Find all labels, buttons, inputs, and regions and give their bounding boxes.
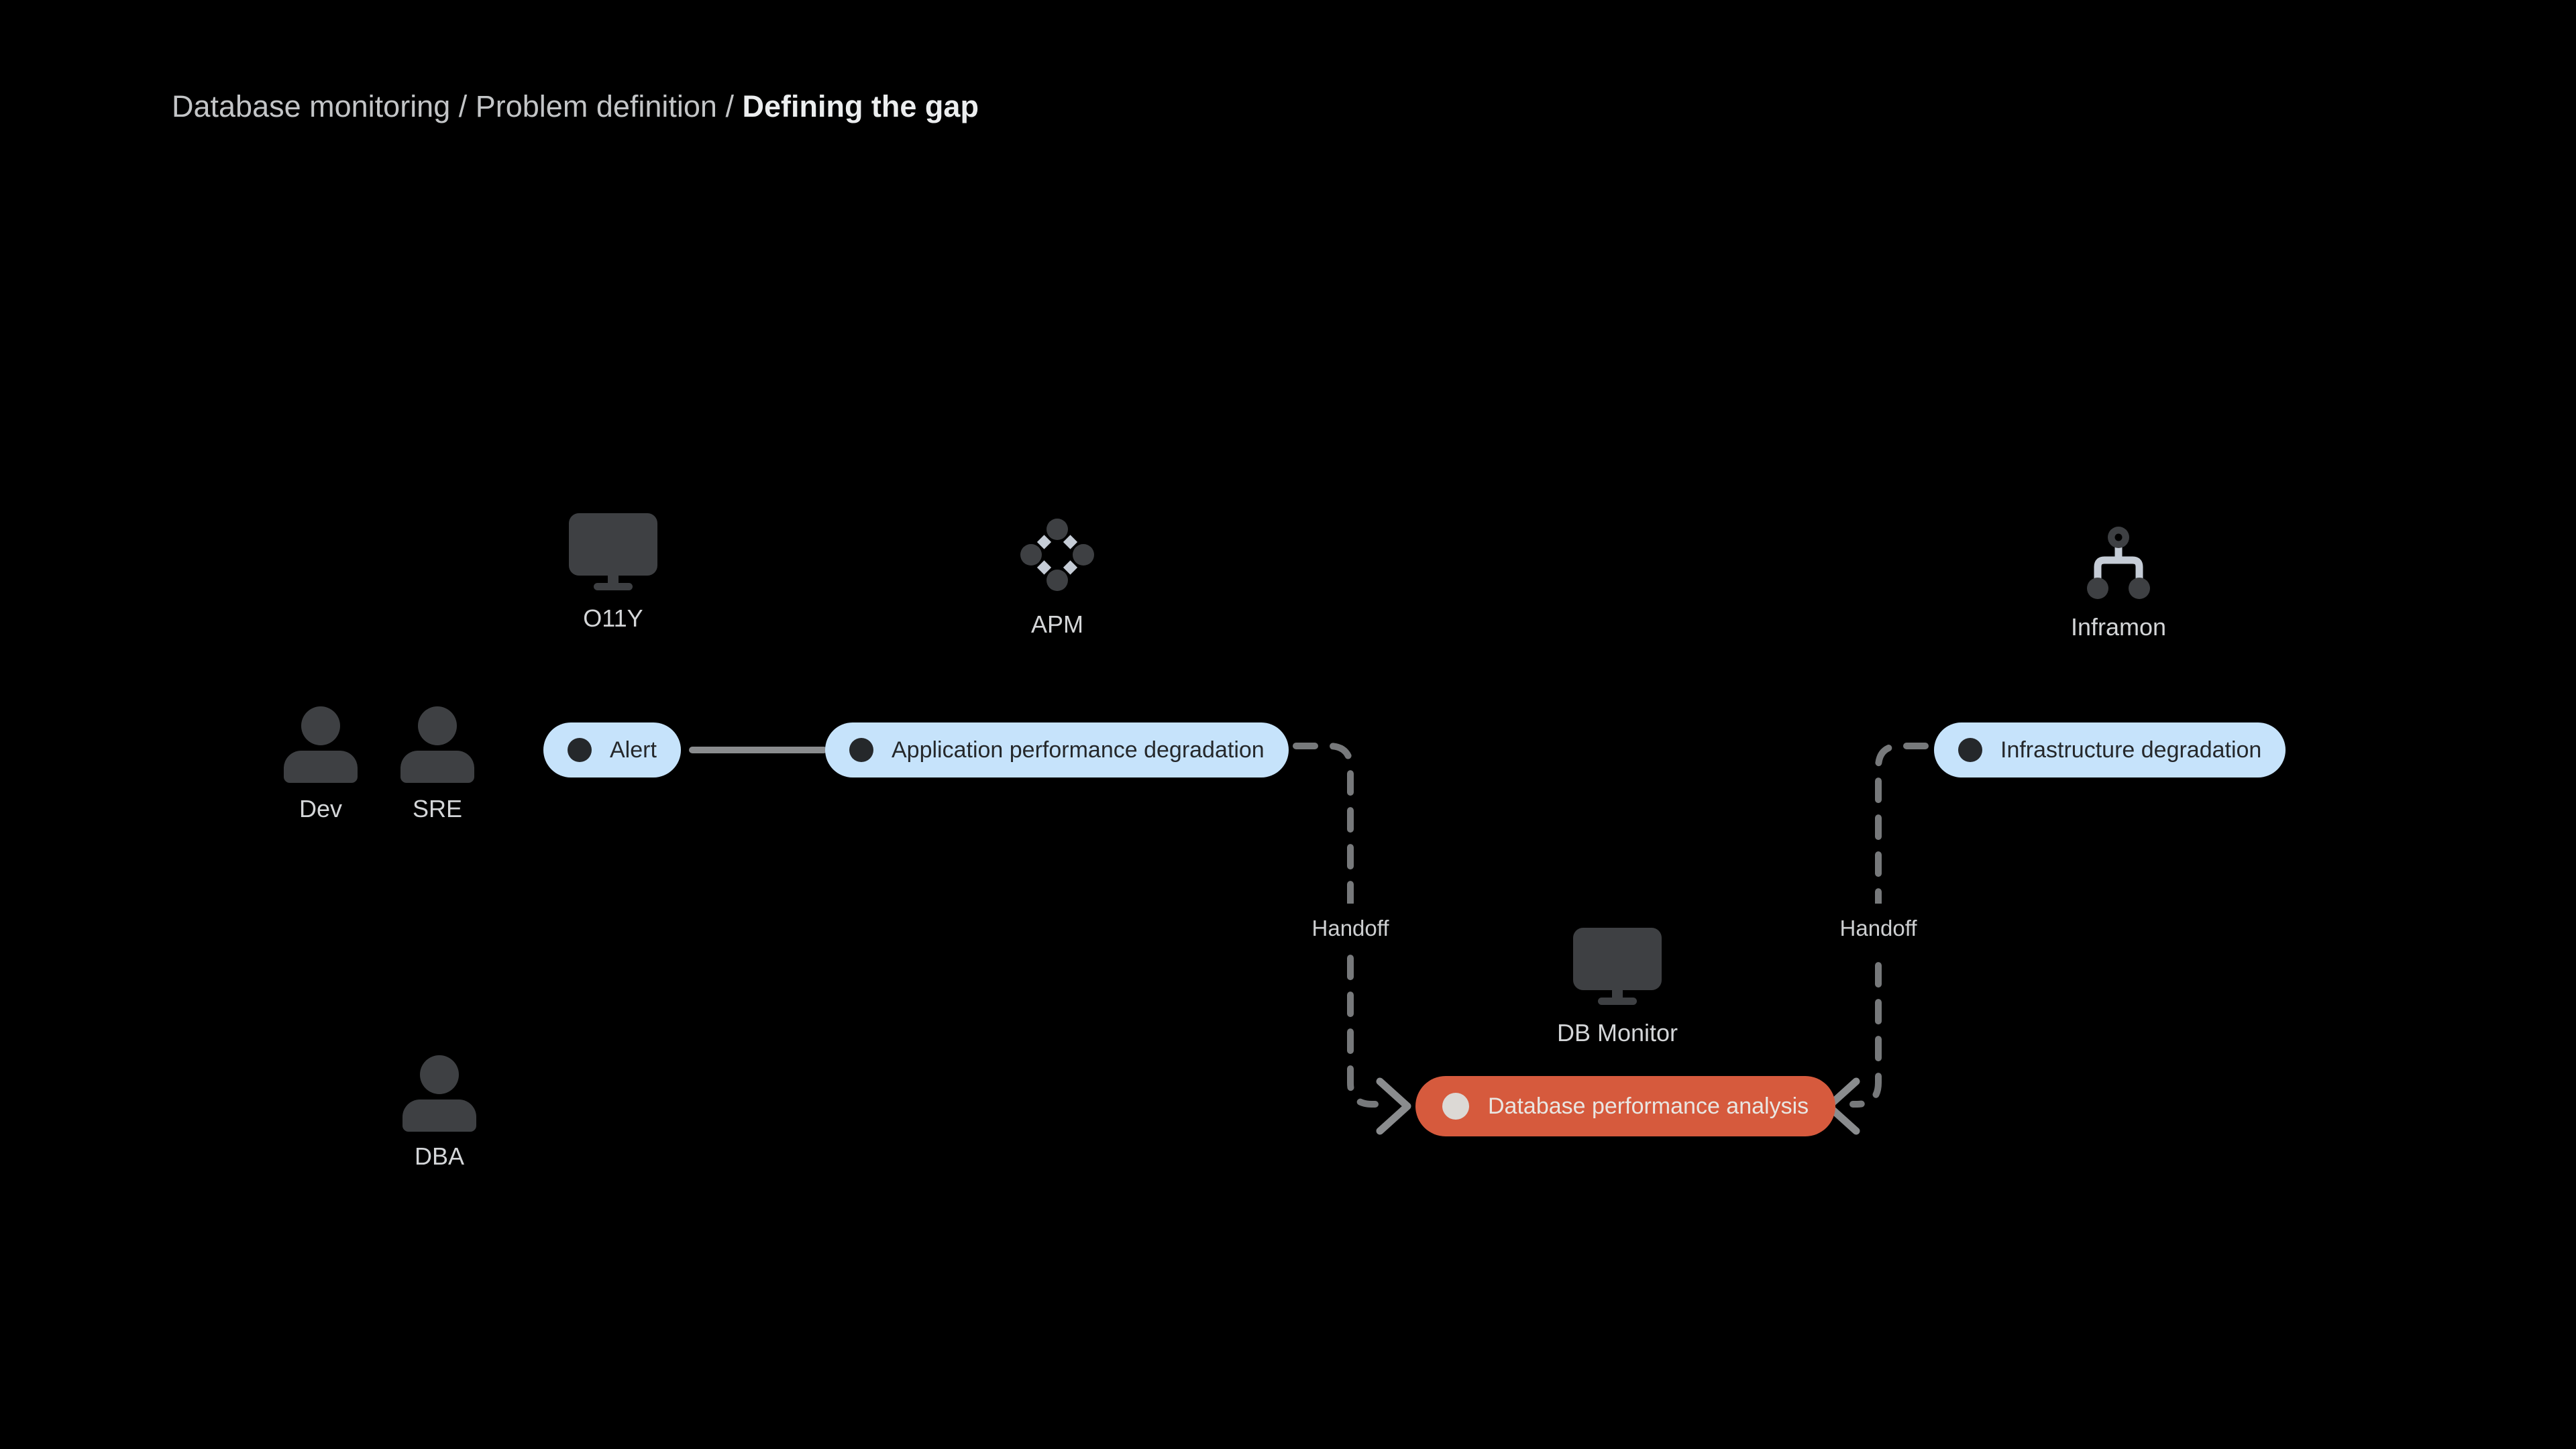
pill-app-degradation[interactable]: Application performance degradation [825,722,1289,777]
node-person-sre[interactable]: SRE [397,706,478,823]
status-dot-icon [568,738,592,762]
node-inframon[interactable]: Inframon [2071,527,2166,641]
node-label-sre: SRE [412,795,463,822]
node-apm[interactable]: APM [1020,519,1095,639]
edge-label-handoff-left: Handoff [1303,904,1397,953]
pill-db-analysis[interactable]: Database performance analysis [1415,1076,1836,1136]
nodes-diamond-icon [1020,519,1095,596]
node-db-monitor[interactable]: DB Monitor [1557,928,1678,1047]
node-label-o11y: O11Y [583,604,643,632]
status-dot-icon [1442,1093,1469,1120]
breadcrumb-path[interactable]: Database monitoring / Problem definition… [172,89,743,123]
status-dot-icon [849,738,873,762]
node-label-inframon: Inframon [2070,613,2167,641]
breadcrumb-current: Defining the gap [742,89,979,123]
node-o11y[interactable]: O11Y [569,513,657,633]
status-dot-icon [1958,738,1982,762]
edge-label-handoff-right: Handoff [1831,904,1925,953]
node-label-db-monitor: DB Monitor [1556,1019,1678,1046]
node-label-dba: DBA [414,1142,465,1170]
hierarchy-icon [2083,527,2154,602]
breadcrumb: Database monitoring / Problem definition… [172,87,979,126]
node-person-dba[interactable]: DBA [399,1055,480,1171]
pill-alert[interactable]: Alert [543,722,681,777]
person-icon [400,706,474,783]
arrowhead-left-icon [1376,1077,1411,1135]
node-person-dev[interactable]: Dev [280,706,361,823]
pill-label: Infrastructure degradation [2000,737,2262,763]
pill-label: Alert [610,737,657,763]
monitor-icon [569,513,657,596]
pill-infra-degradation[interactable]: Infrastructure degradation [1934,722,2286,777]
monitor-icon [1573,928,1662,1011]
person-icon [284,706,358,783]
node-label-apm: APM [1030,610,1083,638]
pill-label: Application performance degradation [892,737,1265,763]
person-icon [402,1055,476,1132]
pill-label: Database performance analysis [1488,1093,1809,1119]
node-label-dev: Dev [299,795,343,822]
